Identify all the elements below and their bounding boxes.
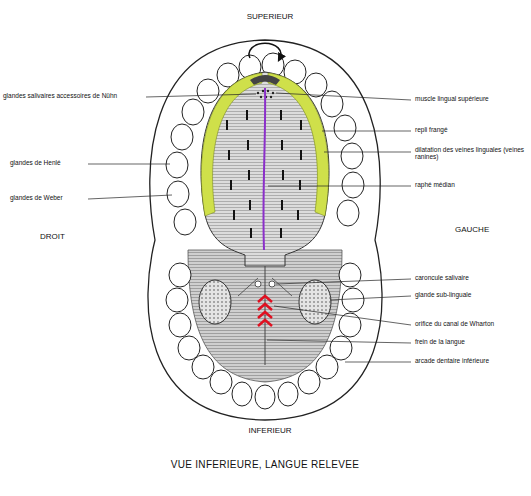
orientation-label: SUPERIEUR — [230, 12, 310, 21]
orientation-label: DROIT — [40, 232, 90, 241]
callout-label: dilatation des veines linguales (veines … — [415, 146, 527, 161]
callout-label: arcade dentaire inférieure — [415, 357, 527, 364]
callout-label: raphé médian — [415, 181, 527, 188]
frenulum — [265, 266, 266, 365]
callout-label: muscle lingual supérieure — [415, 95, 527, 102]
callout-label: glandes de Weber — [10, 194, 86, 201]
callout-label: caroncule salivaire — [415, 274, 527, 281]
lower-teeth — [166, 263, 364, 409]
callout-label: repli frangé — [415, 126, 527, 133]
sublingual-gland — [299, 280, 331, 324]
orientation-label: INFERIEUR — [230, 426, 310, 435]
sublingual-gland — [199, 280, 231, 324]
figure-caption: VUE INFERIEURE, LANGUE RELEVEE — [100, 459, 430, 471]
callout-label: glande sub-linguale — [415, 291, 527, 298]
callout-label: orifice du canal de Wharton — [415, 320, 527, 327]
red-chevrons — [258, 296, 272, 326]
salivary-caruncle — [269, 281, 275, 287]
callout-label: glandes salivaires accessoires de Nühn — [3, 92, 145, 99]
median-raphe — [263, 88, 265, 250]
callout-label: frein de la langue — [415, 338, 527, 345]
tongue — [201, 72, 329, 266]
tongue-tip-muscle — [250, 75, 280, 85]
orientation-label: GAUCHE — [455, 225, 515, 234]
leader-lines — [88, 93, 411, 362]
rotation-arrow — [249, 43, 281, 58]
callout-label: glandes de Henlé — [10, 159, 86, 166]
salivary-caruncle — [255, 281, 261, 287]
mouth-floor — [188, 250, 342, 382]
